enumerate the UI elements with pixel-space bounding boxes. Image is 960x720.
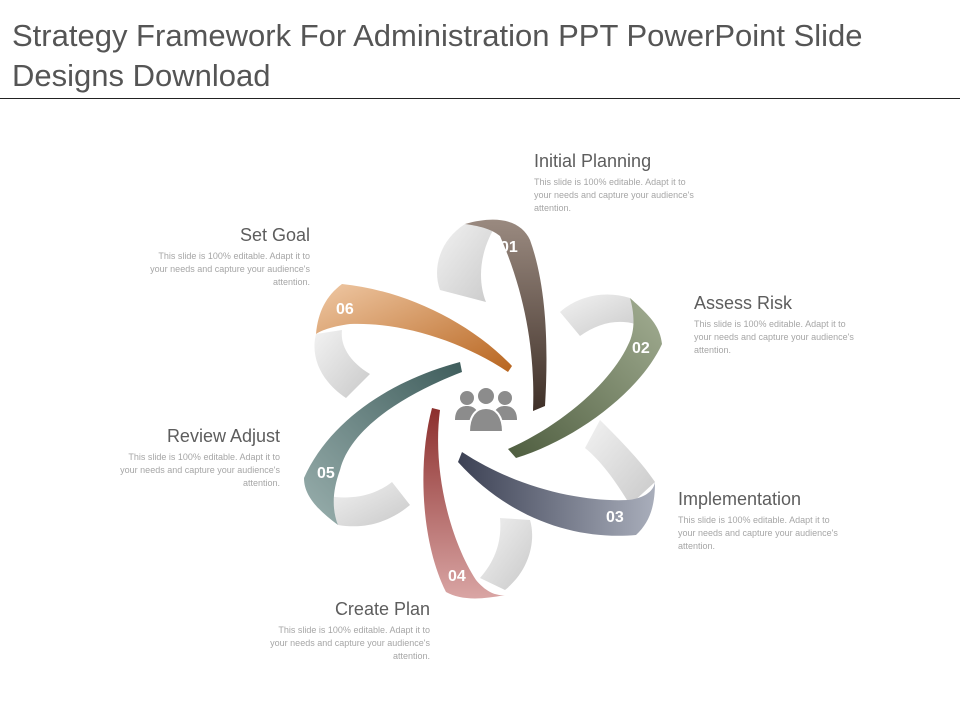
step-title: Create Plan [334, 599, 430, 619]
ribbon-fold-03 [585, 420, 655, 505]
step-label-review-adjust: Review Adjust This slide is 100% editabl… [110, 425, 280, 490]
title-divider [0, 98, 960, 99]
ribbon-fold-01 [437, 222, 498, 302]
step-description: This slide is 100% editable. Adapt it to… [270, 625, 430, 661]
ribbon-fold-06 [314, 330, 370, 398]
ribbon-06 [316, 284, 512, 372]
ribbon-03 [458, 452, 655, 536]
step-number-05: 05 [317, 465, 335, 482]
page-title: Strategy Framework For Administration PP… [12, 18, 863, 93]
step-label-implementation: Implementation This slide is 100% editab… [678, 488, 848, 553]
step-label-initial-planning: Initial Planning This slide is 100% edit… [534, 150, 704, 215]
ribbon-fold-05 [328, 482, 410, 527]
step-label-set-goal: Set Goal This slide is 100% editable. Ad… [140, 224, 310, 289]
ribbon-fold-02 [560, 294, 642, 336]
step-number-06: 06 [336, 301, 354, 318]
step-number-01: 01 [500, 239, 518, 256]
step-title: Implementation [678, 489, 802, 509]
step-number-03: 03 [606, 509, 624, 526]
people-group-icon [455, 386, 517, 433]
step-label-create-plan: Create Plan This slide is 100% editable.… [260, 598, 430, 663]
step-number-04: 04 [448, 568, 466, 585]
ribbon-05 [304, 362, 462, 525]
ribbon-02 [508, 298, 662, 458]
step-number-02: 02 [632, 340, 650, 357]
step-title: Assess Risk [694, 293, 793, 313]
step-label-assess-risk: Assess Risk This slide is 100% editable.… [694, 292, 864, 357]
step-description: This slide is 100% editable. Adapt it to… [150, 251, 310, 287]
ribbon-01 [465, 219, 547, 411]
step-description: This slide is 100% editable. Adapt it to… [694, 319, 854, 355]
ribbon-fold-04 [480, 518, 533, 590]
step-title: Set Goal [239, 225, 310, 245]
step-description: This slide is 100% editable. Adapt it to… [678, 515, 838, 551]
step-description: This slide is 100% editable. Adapt it to… [120, 452, 280, 488]
step-title: Initial Planning [534, 151, 652, 171]
step-title: Review Adjust [166, 426, 280, 446]
step-description: This slide is 100% editable. Adapt it to… [534, 177, 694, 213]
ribbon-04 [423, 408, 505, 599]
